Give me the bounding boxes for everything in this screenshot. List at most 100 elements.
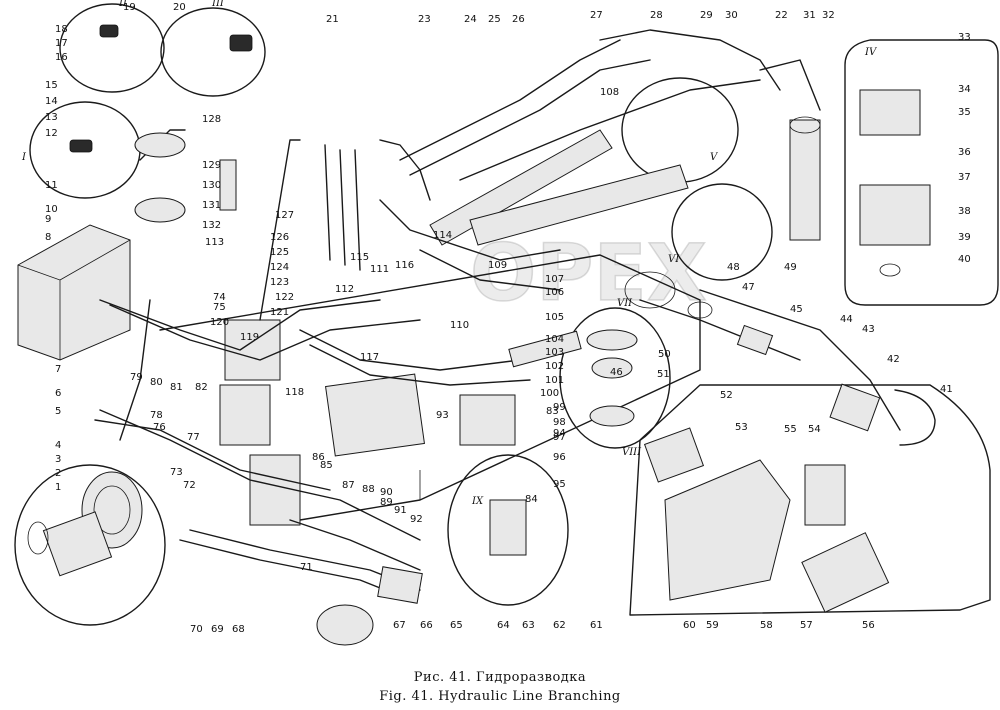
callout-94: 94 xyxy=(553,428,566,439)
callout-16: 16 xyxy=(55,52,68,63)
callout-65: 65 xyxy=(450,620,463,631)
callout-118: 118 xyxy=(285,387,304,398)
callout-39: 39 xyxy=(958,232,971,243)
pipe-lines xyxy=(94,29,936,601)
callout-48: 48 xyxy=(727,262,740,273)
base-plate xyxy=(159,254,701,521)
callout-44: 44 xyxy=(840,314,853,325)
detail-view-viii: VIII xyxy=(622,447,642,458)
callout-98: 98 xyxy=(553,417,566,428)
callout-129: 129 xyxy=(202,160,221,171)
callout-131: 131 xyxy=(202,200,221,211)
callout-78: 78 xyxy=(150,410,163,421)
callout-21: 21 xyxy=(326,14,339,25)
callout-5: 5 xyxy=(55,406,61,417)
detail-view-iv: IV xyxy=(864,47,878,58)
callout-103: 103 xyxy=(545,347,564,358)
callout-31: 31 xyxy=(803,10,816,21)
detail-view-ii: II xyxy=(118,0,128,9)
caption-russian: Рис. 41. Гидроразводка xyxy=(413,670,587,685)
callout-121: 121 xyxy=(270,307,289,318)
pump-housing xyxy=(27,471,143,577)
callout-37: 37 xyxy=(958,172,971,183)
callout-79: 79 xyxy=(130,372,143,383)
callout-107: 107 xyxy=(545,274,564,285)
callout-51: 51 xyxy=(657,369,670,380)
hydraulic-tank xyxy=(17,224,131,361)
callout-36: 36 xyxy=(958,147,971,158)
callout-40: 40 xyxy=(958,254,971,265)
callout-99: 99 xyxy=(553,402,566,413)
hydraulic-cylinders xyxy=(429,116,821,246)
callout-91: 91 xyxy=(394,505,407,516)
detail-view-vii: VII xyxy=(617,298,633,309)
callout-46: 46 xyxy=(610,367,623,378)
callout-33: 33 xyxy=(958,32,971,43)
detail-view-i: I xyxy=(21,152,27,163)
callout-7: 7 xyxy=(55,364,61,375)
callout-75: 75 xyxy=(213,302,226,313)
callout-64: 64 xyxy=(497,620,510,631)
callout-19: 19 xyxy=(123,2,136,13)
callout-87: 87 xyxy=(342,480,355,491)
callout-92: 92 xyxy=(410,514,423,525)
callout-124: 124 xyxy=(270,262,289,273)
callout-90: 90 xyxy=(380,487,393,498)
callout-68: 68 xyxy=(232,624,245,635)
callout-125: 125 xyxy=(270,247,289,258)
callout-63: 63 xyxy=(522,620,535,631)
callout-28: 28 xyxy=(650,10,663,21)
callout-119: 119 xyxy=(240,332,259,343)
callout-14: 14 xyxy=(45,96,58,107)
detail-view-ix: IX xyxy=(471,496,484,507)
callout-83: 83 xyxy=(546,406,559,417)
callout-9: 9 xyxy=(45,214,51,225)
callout-45: 45 xyxy=(790,304,803,315)
callout-47: 47 xyxy=(742,282,755,293)
callout-132: 132 xyxy=(202,220,221,231)
callout-120: 120 xyxy=(210,317,229,328)
callout-26: 26 xyxy=(512,14,525,25)
callout-43: 43 xyxy=(862,324,875,335)
callout-30: 30 xyxy=(725,10,738,21)
callout-4: 4 xyxy=(55,440,61,451)
callout-109: 109 xyxy=(488,260,507,271)
callout-35: 35 xyxy=(958,107,971,118)
callout-34: 34 xyxy=(958,84,971,95)
callout-122: 122 xyxy=(275,292,294,303)
callout-53: 53 xyxy=(735,422,748,433)
callout-69: 69 xyxy=(211,624,224,635)
callout-126: 126 xyxy=(270,232,289,243)
callout-89: 89 xyxy=(380,497,393,508)
callout-108: 108 xyxy=(600,87,619,98)
callout-71: 71 xyxy=(300,562,313,573)
callout-113: 113 xyxy=(205,237,224,248)
callout-72: 72 xyxy=(183,480,196,491)
callout-70: 70 xyxy=(190,624,203,635)
detail-frames xyxy=(629,39,999,616)
callout-105: 105 xyxy=(545,312,564,323)
callout-88: 88 xyxy=(362,484,375,495)
callout-15: 15 xyxy=(45,80,58,91)
hydraulic-branching-diagram: OPEX xyxy=(14,0,999,646)
watermark: OPEX xyxy=(470,229,707,319)
callout-127: 127 xyxy=(275,210,294,221)
callout-17: 17 xyxy=(55,38,68,49)
callout-114: 114 xyxy=(433,230,452,241)
callout-42: 42 xyxy=(887,354,900,365)
distributor-block xyxy=(219,319,516,526)
detail-view-vi: VI xyxy=(668,254,680,265)
callout-110: 110 xyxy=(450,320,469,331)
callout-61: 61 xyxy=(590,620,603,631)
callout-101: 101 xyxy=(545,375,564,386)
callout-10: 10 xyxy=(45,204,58,215)
callout-57: 57 xyxy=(800,620,813,631)
callout-116: 116 xyxy=(395,260,414,271)
callout-3: 3 xyxy=(55,454,61,465)
callout-23: 23 xyxy=(418,14,431,25)
callout-67: 67 xyxy=(393,620,406,631)
callout-49: 49 xyxy=(784,262,797,273)
callout-1: 1 xyxy=(55,482,61,493)
callout-123: 123 xyxy=(270,277,289,288)
